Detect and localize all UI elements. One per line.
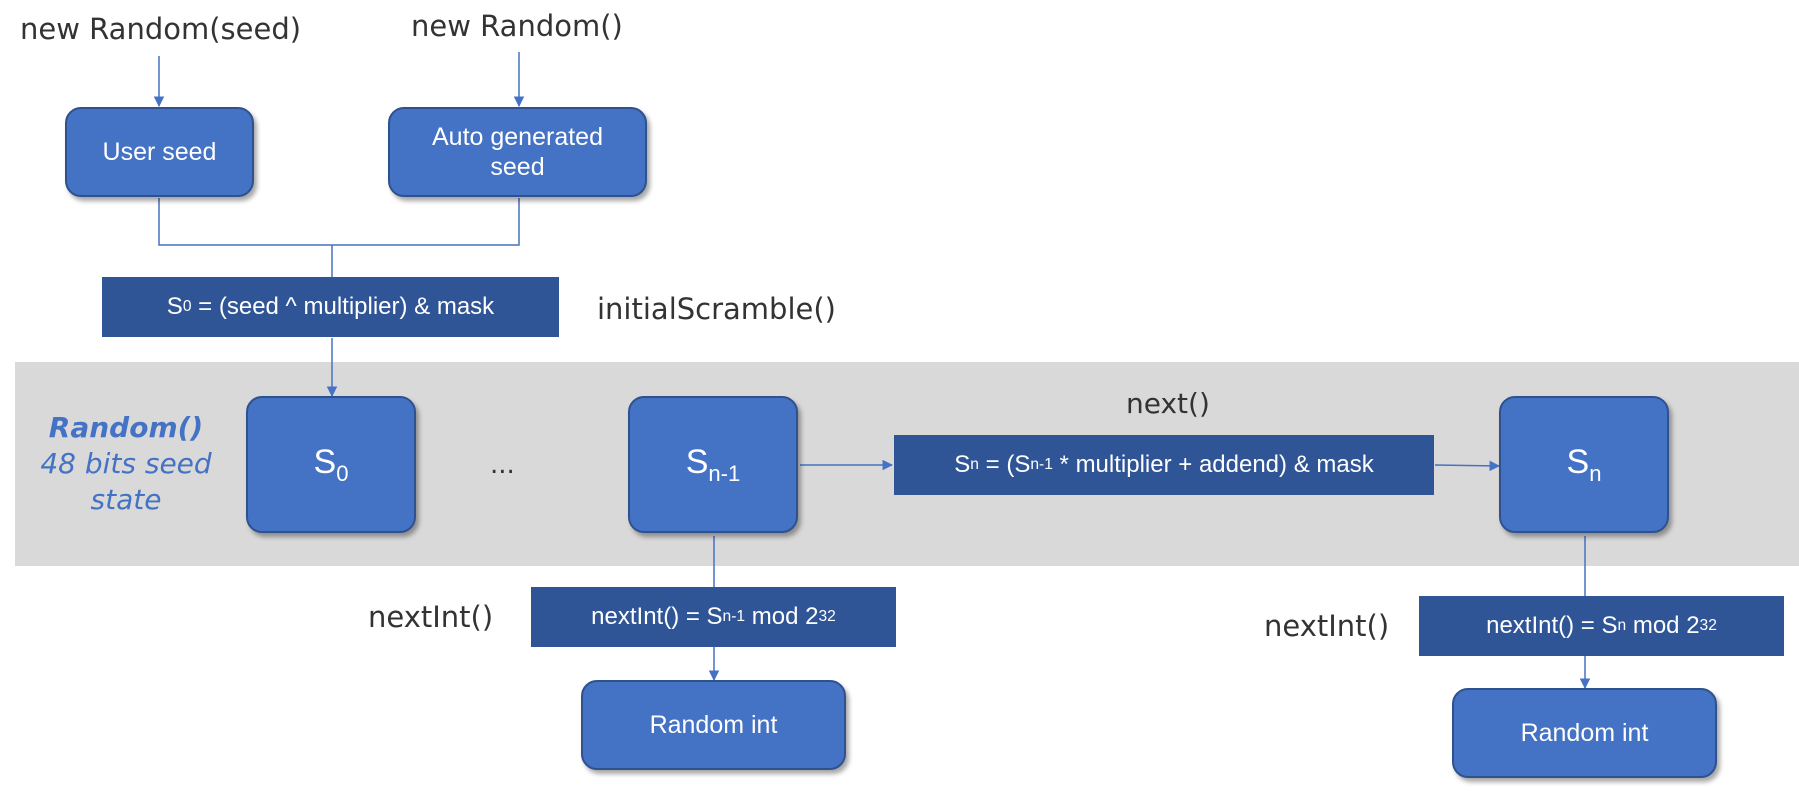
random-int-right-label: Random int [1520,718,1649,747]
scramble-formula-rest: = (seed ^ multiplier) & mask [191,293,495,320]
state-sn1-label: Sn-1 [685,442,741,486]
next-int-left-label: nextInt() [368,600,494,634]
state-sn1-box: Sn-1 [628,396,798,533]
state-sn-box: Sn [1499,396,1669,533]
seed-state-line1: 48 bits seed [40,447,212,480]
scramble-formula-sub: 0 [182,298,192,315]
auto-seed-box: Auto generated seed [388,107,647,197]
state-sn-label: Sn [1566,442,1602,486]
next-int-right-label: nextInt() [1264,609,1390,643]
random-class-label: Random() [48,411,204,444]
state-s0-box: S0 [246,396,416,533]
ellipsis: ... [490,450,515,480]
merge-line [158,198,520,246]
auto-seed-label-line2: seed [490,153,545,181]
random-int-right-box: Random int [1452,688,1717,778]
next-method-label: next() [1126,387,1210,420]
auto-seed-label-line1: Auto generated [432,123,603,151]
random-int-left-box: Random int [581,680,846,770]
arrow-next-to-sn [1434,460,1501,472]
initial-scramble-label: initialScramble() [597,292,836,326]
user-seed-box: User seed [65,107,254,197]
scramble-formula-s: S [166,293,183,320]
seed-state-line2: state [90,483,162,516]
new-random-seed-label: new Random(seed) [20,12,302,46]
random-int-left-label: Random int [649,710,778,739]
state-s0-label: S0 [313,442,349,486]
user-seed-label: User seed [102,137,217,166]
state-band-title: Random() 48 bits seed state [26,410,226,518]
new-random-label: new Random() [411,9,623,43]
